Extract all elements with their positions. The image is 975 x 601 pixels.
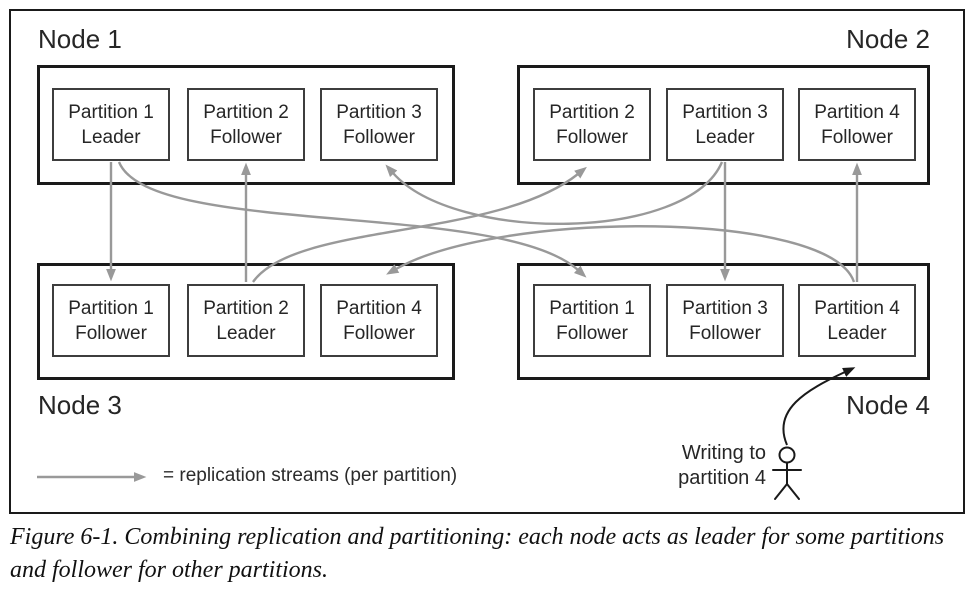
partition-name: Partition 1 — [68, 101, 154, 123]
partition-name: Partition 2 — [203, 101, 289, 123]
partition-name: Partition 3 — [682, 297, 768, 319]
partition-name: Partition 4 — [814, 297, 900, 319]
partition-role: Follower — [343, 322, 415, 344]
partition-box-node4-p4: Partition 4 Leader — [798, 284, 916, 357]
partition-name: Partition 1 — [68, 297, 154, 319]
partition-role: Leader — [695, 126, 755, 148]
partition-name: Partition 2 — [549, 101, 635, 123]
legend-label: = replication streams (per partition) — [163, 465, 458, 486]
node-4-label: Node 4 — [846, 390, 930, 420]
partition-role: Leader — [827, 322, 887, 344]
partition-box-node4-p1: Partition 1 Follower — [533, 284, 651, 357]
figure-caption: Figure 6-1. Combining replication and pa… — [10, 524, 945, 583]
write-annotation: Writing to partition 4 — [640, 441, 766, 491]
partition-box-node3-p2: Partition 2 Leader — [187, 284, 305, 357]
write-annotation-line2: partition 4 — [678, 467, 766, 489]
node-2-box: Partition 2 Follower Partition 3 Leader … — [517, 65, 930, 185]
partition-box-node2-p4: Partition 4 Follower — [798, 88, 916, 161]
node-3-label: Node 3 — [38, 390, 122, 420]
partition-role: Follower — [343, 126, 415, 148]
partition-role: Follower — [689, 322, 761, 344]
node-3-box: Partition 1 Follower Partition 2 Leader … — [37, 263, 455, 380]
write-annotation-line1: Writing to — [681, 442, 766, 464]
partition-role: Follower — [821, 126, 893, 148]
partition-name: Partition 4 — [814, 101, 900, 123]
partition-role: Follower — [556, 126, 628, 148]
partition-role: Leader — [81, 126, 141, 148]
partition-box-node2-p2: Partition 2 Follower — [533, 88, 651, 161]
partition-name: Partition 1 — [549, 297, 635, 319]
partition-box-node3-p4: Partition 4 Follower — [320, 284, 438, 357]
partition-box-node1-p2: Partition 2 Follower — [187, 88, 305, 161]
partition-name: Partition 3 — [682, 101, 768, 123]
node-1-label: Node 1 — [38, 24, 122, 54]
partition-name: Partition 2 — [203, 297, 289, 319]
partition-box-node1-p3: Partition 3 Follower — [320, 88, 438, 161]
partition-name: Partition 4 — [336, 297, 422, 319]
node-1-box: Partition 1 Leader Partition 2 Follower … — [37, 65, 455, 185]
partition-box-node1-p1: Partition 1 Leader — [52, 88, 170, 161]
partition-role: Follower — [75, 322, 147, 344]
partition-box-node2-p3: Partition 3 Leader — [666, 88, 784, 161]
partition-box-node4-p3: Partition 3 Follower — [666, 284, 784, 357]
partition-role: Follower — [210, 126, 282, 148]
node-2-label: Node 2 — [846, 24, 930, 54]
partition-role: Follower — [556, 322, 628, 344]
node-4-box: Partition 1 Follower Partition 3 Followe… — [517, 263, 930, 380]
partition-name: Partition 3 — [336, 101, 422, 123]
partition-role: Leader — [216, 322, 276, 344]
partition-box-node3-p1: Partition 1 Follower — [52, 284, 170, 357]
